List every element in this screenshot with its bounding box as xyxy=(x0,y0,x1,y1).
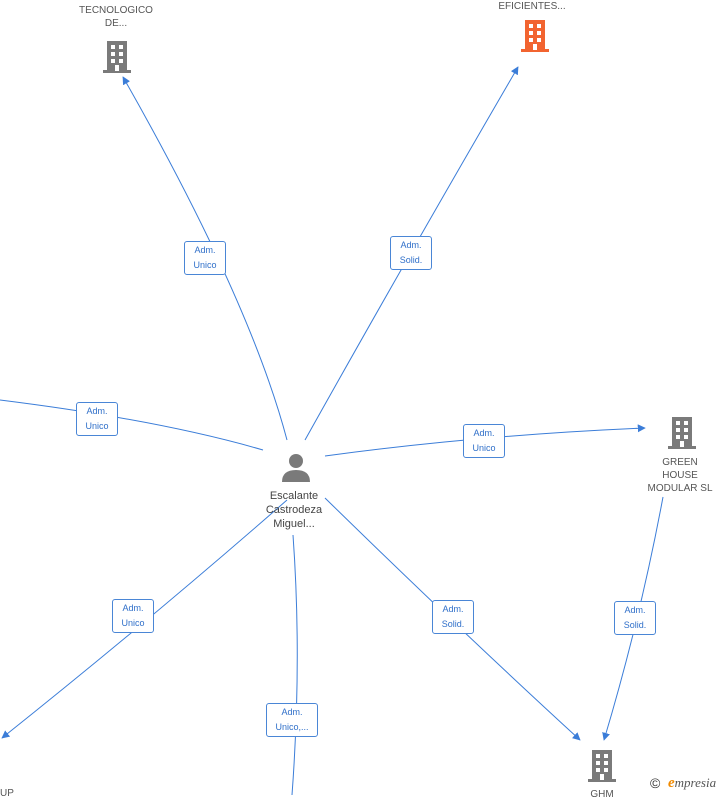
building-icon[interactable] xyxy=(666,415,698,449)
company-label-eficientes[interactable]: EFICIENTES... xyxy=(498,1,566,12)
edge-label-tecnologico[interactable]: Adm. Unico xyxy=(184,241,226,275)
company-label-tecnologico[interactable]: TECNOLOGICO DE... xyxy=(79,5,153,29)
person-icon[interactable] xyxy=(281,452,311,482)
edge-label-ghm[interactable]: Adm. Solid. xyxy=(432,600,474,634)
brand-logo[interactable]: empresia xyxy=(668,775,716,792)
edge-label-left[interactable]: Adm. Unico xyxy=(76,402,118,436)
brand-initial: e xyxy=(668,775,675,791)
edge-label-green[interactable]: Adm. Unico xyxy=(463,424,505,458)
person-label[interactable]: Escalante Castrodeza Miguel... xyxy=(265,490,323,530)
brand-name: mpresia xyxy=(674,775,717,790)
edge-label-bottom[interactable]: Adm. Unico,... xyxy=(266,703,318,737)
building-icon-highlight[interactable] xyxy=(519,18,551,52)
edge-line-bottom xyxy=(291,534,298,795)
building-icon[interactable] xyxy=(101,39,133,73)
building-icon[interactable] xyxy=(586,748,618,782)
edge-line-left xyxy=(0,399,264,451)
company-label-green-house[interactable]: GREEN HOUSE MODULAR SL xyxy=(647,457,713,494)
company-label-up[interactable]: UP xyxy=(0,788,14,799)
copyright-symbol: © xyxy=(650,775,661,791)
edge-line-tecnologico xyxy=(122,76,288,441)
edge-label-bottomleft[interactable]: Adm. Unico xyxy=(112,599,154,633)
edge-label-eficientes[interactable]: Adm. Solid. xyxy=(390,236,432,270)
edge-label-green-ghm[interactable]: Adm. Solid. xyxy=(614,601,656,635)
